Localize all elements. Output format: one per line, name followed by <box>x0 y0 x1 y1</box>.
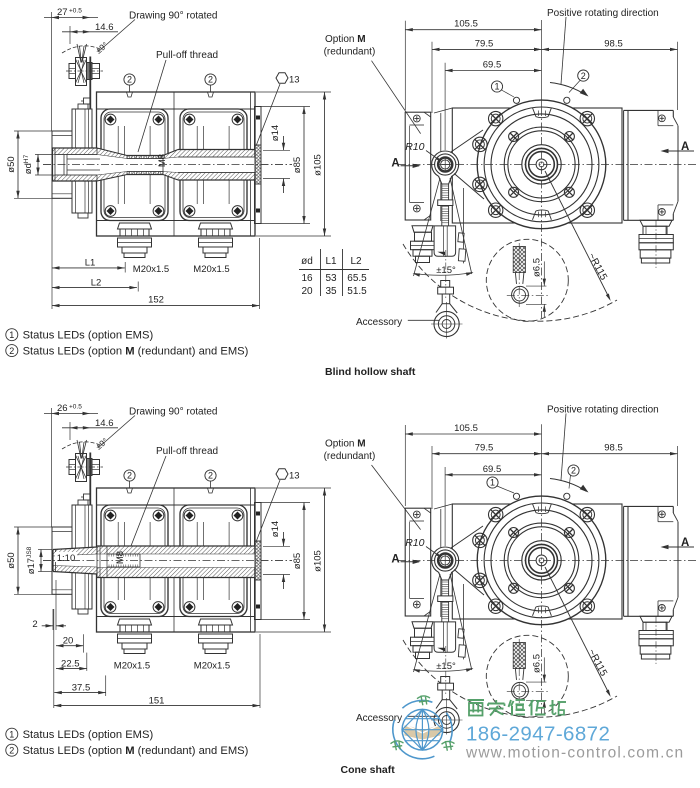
svg-text:ø14: ø14 <box>270 521 281 537</box>
svg-text:79.5: 79.5 <box>475 38 494 49</box>
svg-text:M8: M8 <box>157 154 168 167</box>
svg-text:ø105: ø105 <box>313 154 324 176</box>
svg-text:1: 1 <box>9 729 14 739</box>
svg-text:37.5: 37.5 <box>72 682 91 693</box>
svg-text:L1: L1 <box>85 258 96 269</box>
svg-text:98.5: 98.5 <box>604 443 623 454</box>
svg-text:186-2947-6872: 186-2947-6872 <box>466 723 610 746</box>
svg-text:2: 2 <box>127 75 132 85</box>
svg-text:Option M: Option M <box>325 34 366 45</box>
svg-text:M20x1.5: M20x1.5 <box>114 661 150 672</box>
svg-text:ød: ød <box>301 256 313 267</box>
svg-text:98.5: 98.5 <box>604 38 623 49</box>
svg-text:A: A <box>391 158 399 170</box>
svg-text:13: 13 <box>289 75 300 86</box>
svg-text:Status LEDs (option EMS): Status LEDs (option EMS) <box>23 330 154 342</box>
svg-text:L2: L2 <box>91 277 102 288</box>
svg-text:ø6.5: ø6.5 <box>532 654 543 673</box>
svg-text:L1: L1 <box>325 256 337 267</box>
svg-text:13: 13 <box>289 471 300 482</box>
svg-text:69.5: 69.5 <box>483 60 502 71</box>
svg-text:69.5: 69.5 <box>483 464 502 475</box>
svg-text:(redundant): (redundant) <box>324 47 376 58</box>
svg-text:ø6.5: ø6.5 <box>532 258 543 277</box>
svg-text:R10: R10 <box>405 537 424 549</box>
svg-text:Accessory: Accessory <box>356 317 402 328</box>
svg-text:2: 2 <box>127 471 132 481</box>
svg-text:20: 20 <box>63 635 74 646</box>
svg-text:53: 53 <box>325 273 337 284</box>
svg-text:Option M: Option M <box>325 438 366 449</box>
svg-text:ø85: ø85 <box>292 157 303 173</box>
svg-text:105.5: 105.5 <box>454 423 478 434</box>
svg-text:L2: L2 <box>350 256 362 267</box>
svg-text:16: 16 <box>301 273 313 284</box>
svg-text:1: 1 <box>490 478 495 488</box>
svg-text:Cone shaft: Cone shaft <box>341 764 396 776</box>
svg-text:27: 27 <box>57 7 68 18</box>
svg-text:20: 20 <box>301 286 313 297</box>
svg-text:2: 2 <box>571 466 576 476</box>
svg-text:2: 2 <box>9 346 14 356</box>
svg-text:22.5: 22.5 <box>61 658 80 669</box>
svg-text:2: 2 <box>581 71 586 81</box>
svg-text:Positive rotating direction: Positive rotating direction <box>547 405 659 416</box>
svg-text:79.5: 79.5 <box>475 443 494 454</box>
svg-text:+0.5: +0.5 <box>69 8 82 15</box>
svg-text:152: 152 <box>148 295 164 306</box>
svg-text:A: A <box>391 554 399 566</box>
svg-text:ødH7: ødH7 <box>23 154 34 174</box>
svg-text:2: 2 <box>9 745 14 755</box>
svg-text:+0.5: +0.5 <box>69 404 82 411</box>
svg-text:ø50: ø50 <box>6 552 17 568</box>
svg-text:A: A <box>681 141 689 153</box>
svg-text:Status LEDs (option M (redunda: Status LEDs (option M (redundant) and EM… <box>23 745 249 757</box>
svg-text:Pull-off thread: Pull-off thread <box>156 50 218 61</box>
svg-text:(redundant): (redundant) <box>324 451 376 462</box>
svg-text:1: 1 <box>9 330 14 340</box>
svg-text:ø105: ø105 <box>313 550 324 572</box>
svg-text:14.6: 14.6 <box>95 418 114 429</box>
svg-text:ø50: ø50 <box>6 156 17 172</box>
svg-text:65.5: 65.5 <box>347 273 367 284</box>
svg-text:Status LEDs (option M (redunda: Status LEDs (option M (redundant) and EM… <box>23 345 249 357</box>
svg-text:M20x1.5: M20x1.5 <box>133 264 169 275</box>
svg-text:2: 2 <box>208 471 213 481</box>
svg-text:Status LEDs (option EMS): Status LEDs (option EMS) <box>23 729 154 741</box>
svg-text:Drawing 90° rotated: Drawing 90° rotated <box>129 406 218 417</box>
svg-text:105.5: 105.5 <box>454 19 478 30</box>
svg-text:1: 1 <box>494 82 499 92</box>
svg-text:M8: M8 <box>115 551 126 564</box>
svg-text:ø14: ø14 <box>270 125 281 141</box>
svg-text:M20x1.5: M20x1.5 <box>194 661 230 672</box>
svg-text:14.6: 14.6 <box>95 22 114 33</box>
svg-text:Pull-off thread: Pull-off thread <box>156 446 218 457</box>
svg-text:R10: R10 <box>405 141 424 153</box>
svg-text:26: 26 <box>57 403 68 414</box>
svg-text:±15°: ±15° <box>436 661 456 672</box>
svg-text:www.motion-control.com.cn: www.motion-control.com.cn <box>465 745 684 762</box>
svg-text:Accessory: Accessory <box>356 713 402 724</box>
svg-text:ø85: ø85 <box>292 553 303 569</box>
svg-text:51.5: 51.5 <box>347 286 367 297</box>
svg-text:ø17JS8: ø17JS8 <box>26 546 37 574</box>
svg-text:151: 151 <box>149 695 165 706</box>
svg-text:Blind hollow shaft: Blind hollow shaft <box>325 366 416 378</box>
svg-text:1:10: 1:10 <box>57 553 76 564</box>
svg-text:35: 35 <box>325 286 337 297</box>
svg-text:2: 2 <box>32 619 37 630</box>
svg-text:A: A <box>681 537 689 549</box>
svg-text:M20x1.5: M20x1.5 <box>193 264 229 275</box>
svg-text:±15°: ±15° <box>436 265 456 276</box>
svg-text:Positive rotating direction: Positive rotating direction <box>547 8 659 19</box>
svg-text:Drawing 90° rotated: Drawing 90° rotated <box>129 10 218 21</box>
svg-text:2: 2 <box>208 75 213 85</box>
